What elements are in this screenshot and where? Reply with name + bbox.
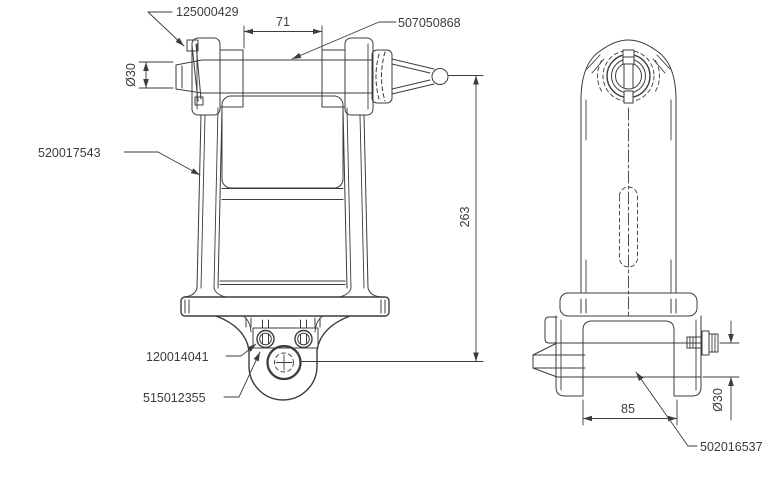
part-label-cotter-pin: 125000429 <box>176 5 239 19</box>
dimension-value: 85 <box>621 402 635 416</box>
cotter-pin <box>186 39 204 106</box>
top-pin-end-view <box>597 49 660 104</box>
clamp-bolts <box>256 329 313 349</box>
bottom-clevis <box>215 315 351 401</box>
dimension-value: Ø30 <box>711 388 725 412</box>
clevis-pin-side <box>532 342 702 378</box>
side-fork <box>544 292 702 397</box>
dimension-value: Ø30 <box>124 63 138 87</box>
dimension-overall-height: 263 <box>300 75 484 362</box>
dimension-value: 263 <box>458 207 472 228</box>
part-label-clamp-bolt: 120014041 <box>146 350 209 364</box>
clamp-bolt-end <box>686 330 719 356</box>
dimension-fork-inner-width: 85 <box>582 399 678 426</box>
clevis-pin-hole <box>266 344 302 381</box>
part-label-clamp-plate: 515012355 <box>143 391 206 405</box>
side-body <box>580 39 677 317</box>
part-label-top-pin: 507050868 <box>398 16 461 30</box>
part-label-clevis-pin: 502016537 <box>700 440 763 454</box>
top-pin <box>175 49 449 104</box>
dimension-value: 71 <box>276 15 290 29</box>
part-label-yoke-body: 520017543 <box>38 146 101 160</box>
dimension-top-pin-diameter: Ø30 <box>124 61 174 89</box>
part-labels: 125000429 507050868 520017543 120014041 … <box>38 5 763 454</box>
dimension-pin-span: 71 <box>243 15 323 53</box>
base-plate <box>180 296 390 317</box>
front-view <box>175 37 449 401</box>
dimension-clevis-pin-diameter: Ø30 <box>702 320 740 421</box>
yoke-body <box>183 37 382 298</box>
clamp-plate <box>252 319 319 349</box>
side-view <box>532 39 719 397</box>
